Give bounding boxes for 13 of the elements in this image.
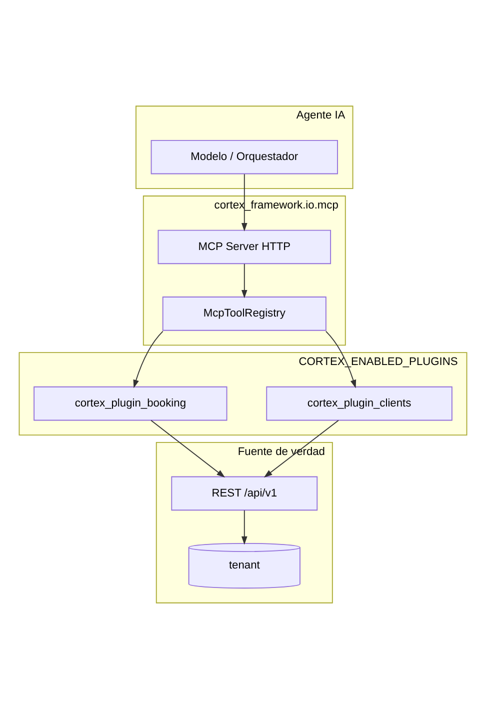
arrow — [150, 419, 226, 478]
node-box: REST /api/v1 — [171, 476, 318, 510]
arrow — [133, 330, 164, 388]
node-box: McpToolRegistry — [162, 296, 326, 330]
arrow — [325, 330, 356, 388]
arrow — [241, 262, 248, 298]
arrow — [241, 173, 248, 231]
node-box: cortex_plugin_clients — [266, 386, 452, 420]
arrow — [241, 509, 248, 544]
arrow — [264, 419, 339, 478]
node-box: MCP Server HTTP — [158, 229, 332, 264]
node-box: cortex_plugin_booking — [34, 386, 228, 420]
node-box: Modelo / Orquestador — [150, 139, 338, 174]
